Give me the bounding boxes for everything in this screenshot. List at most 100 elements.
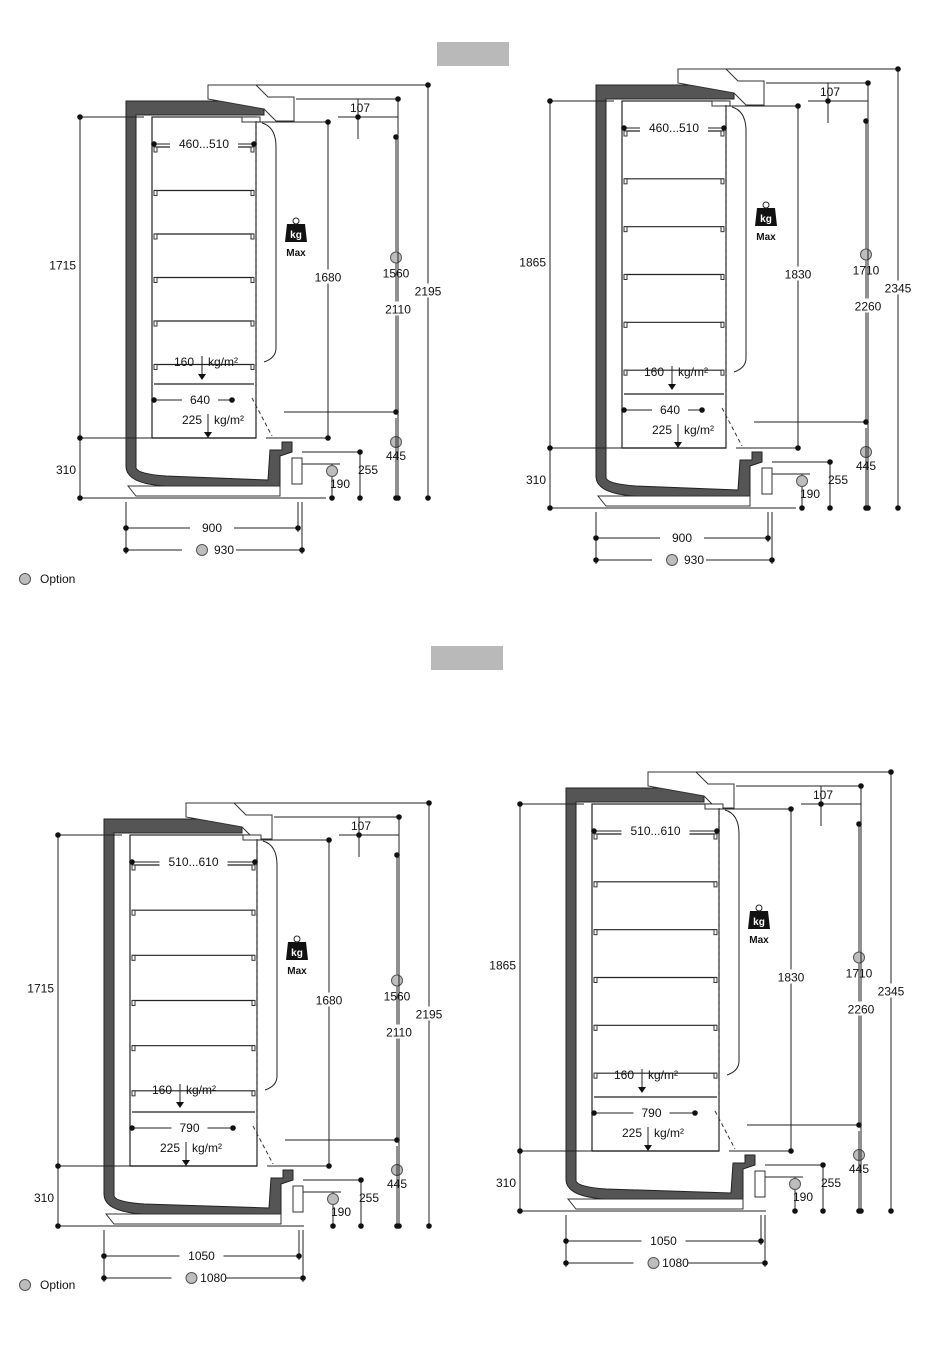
dimension-end-dot — [795, 445, 801, 451]
dimension-end-dot — [863, 118, 869, 124]
inner-height-label: 1830 — [785, 268, 812, 282]
option-dot-icon — [19, 573, 31, 585]
label-mask — [621, 823, 690, 837]
light-rail — [242, 834, 262, 841]
legend-bottom: Option — [19, 1278, 75, 1292]
label-mask — [382, 301, 414, 316]
label-mask — [182, 392, 218, 406]
max-label: Max — [287, 966, 307, 977]
total-height-label: 1865 — [489, 959, 516, 973]
top-offset-label: 107 — [350, 101, 370, 115]
height-2195-label: 2195 — [415, 285, 442, 299]
shelf-bracket — [153, 320, 158, 327]
dimension-end-dot — [788, 1148, 794, 1154]
load-unit-label: kg/m² — [208, 355, 238, 369]
label-mask — [641, 1233, 686, 1247]
shelf-bracket — [720, 226, 725, 233]
light-rail — [241, 116, 261, 123]
shelf-bracket — [593, 1072, 598, 1079]
dimension-end-dot — [295, 525, 301, 531]
max-label: Max — [756, 232, 776, 243]
dimension-end-dot — [129, 1125, 135, 1131]
front-slope — [252, 1125, 274, 1165]
shelf-bracket — [250, 277, 255, 283]
shelf-bracket — [713, 881, 718, 888]
dimension-end-dot — [55, 1163, 61, 1169]
dimension-end-dot — [621, 125, 627, 131]
weight-icon-label: kg — [291, 948, 303, 959]
label-mask — [782, 266, 814, 281]
dimension-end-dot — [395, 495, 401, 501]
label-mask — [775, 969, 807, 984]
shelf-bracket — [251, 954, 256, 961]
base-height-label: 310 — [34, 1191, 54, 1205]
option-height-b-label: 445 — [387, 1177, 407, 1191]
shelf-bracket — [623, 321, 628, 328]
shelf-bracket — [623, 274, 628, 280]
shelf-bracket — [250, 233, 255, 240]
section-tab-bottom — [431, 646, 503, 670]
cabinet-plinth — [566, 1198, 744, 1210]
legend-label: Option — [40, 572, 75, 586]
dimension-end-dot — [129, 859, 135, 865]
shelf-bracket — [720, 274, 725, 280]
dimension-end-dot — [563, 1238, 569, 1244]
dimension-end-dot — [230, 1125, 236, 1131]
base-depth-label: 790 — [179, 1121, 199, 1135]
base-height-label: 310 — [526, 473, 546, 487]
option-dot-icon — [860, 248, 872, 261]
width-inner-label: 1050 — [650, 1234, 677, 1248]
canopy-hood — [647, 771, 735, 809]
load-lower-value: 225 — [622, 1126, 642, 1140]
load-lower-value: 225 — [652, 423, 672, 437]
option-dot-icon — [185, 1272, 198, 1284]
shelf-bracket — [250, 190, 255, 196]
option-dot-icon — [666, 554, 678, 566]
option-dot-icon — [789, 1178, 801, 1190]
label-mask — [852, 298, 884, 313]
label-mask — [875, 983, 907, 998]
option-height-a-label: 1560 — [383, 267, 410, 281]
dimension-end-dot — [714, 828, 720, 834]
label-mask — [413, 1006, 445, 1021]
dimension-end-dot — [820, 1208, 826, 1214]
dimension-end-dot — [856, 1122, 862, 1128]
control-box — [291, 457, 303, 485]
height-2195-label: 2345 — [885, 282, 912, 296]
option-height-a-label: 1560 — [384, 990, 411, 1004]
load-bracket — [724, 809, 740, 1076]
label-mask — [159, 854, 228, 868]
label-mask — [383, 1024, 415, 1039]
dimension-end-dot — [547, 505, 553, 511]
load-arrowhead — [644, 1145, 652, 1151]
option-dot-icon — [390, 251, 402, 264]
dimension-end-dot — [426, 800, 432, 806]
dimension-end-dot — [827, 459, 833, 465]
shelf-depth-label: 510...610 — [168, 855, 218, 869]
dimension-end-dot — [547, 445, 553, 451]
dimension-end-dot — [858, 1208, 864, 1214]
dimension-end-dot — [621, 407, 627, 413]
shelf-bracket — [623, 178, 628, 185]
dimension-end-dot — [393, 409, 399, 415]
shelf-bracket — [251, 864, 256, 871]
dimension-end-dot — [101, 1253, 107, 1259]
front-slope — [721, 407, 743, 447]
dimension-end-dot — [325, 119, 331, 125]
label-mask — [313, 992, 345, 1007]
label-mask — [171, 1120, 208, 1134]
load-upper-value: 160 — [152, 1083, 172, 1097]
dimension-end-dot — [863, 419, 869, 425]
base-depth-label: 790 — [641, 1106, 661, 1120]
max-label: Max — [286, 248, 306, 259]
load-arrowhead — [204, 432, 212, 438]
dim-255-label: 255 — [828, 473, 848, 487]
base-height-label: 310 — [496, 1176, 516, 1190]
canopy-hood — [677, 68, 765, 106]
load-arrowhead — [176, 1102, 184, 1108]
dim-190-label: 190 — [793, 1190, 813, 1204]
weight-handle — [292, 217, 300, 225]
label-mask — [190, 520, 234, 534]
